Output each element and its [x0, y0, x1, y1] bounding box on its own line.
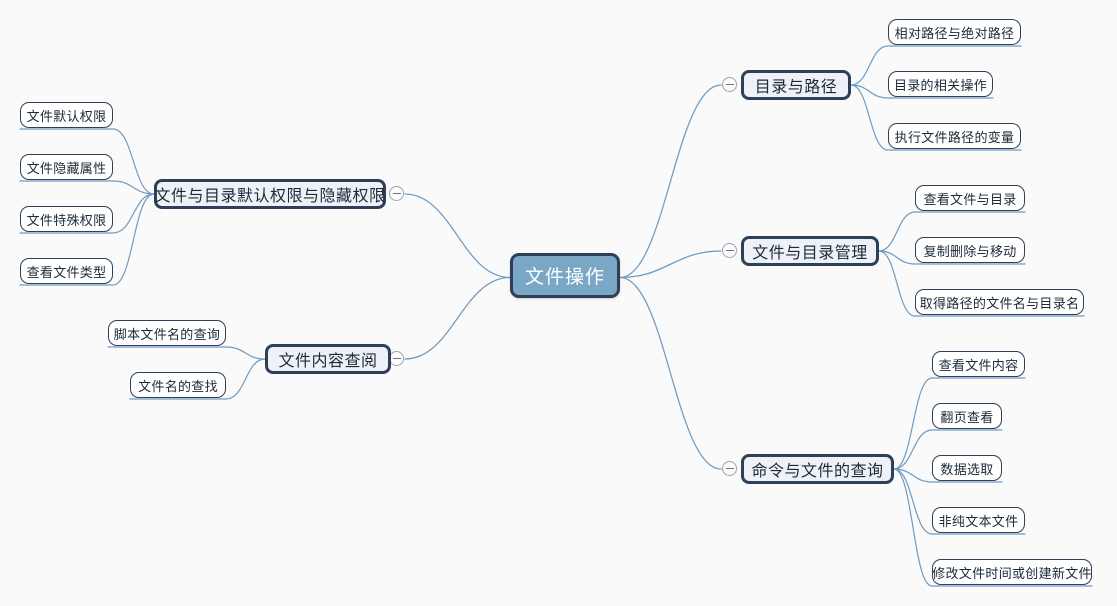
node-label: 查看文件内容 [938, 357, 1019, 373]
node-label: 文件名的查找 [138, 378, 218, 394]
leaf-node[interactable]: 取得路径的文件名与目录名 [915, 289, 1084, 315]
leaf-node[interactable]: 复制删除与移动 [915, 237, 1025, 263]
leaf-node[interactable]: 目录的相关操作 [888, 71, 993, 97]
node-label: 脚本文件名的查询 [113, 326, 221, 342]
node-label: 文件隐藏属性 [26, 160, 107, 176]
leaf-node[interactable]: 文件隐藏属性 [20, 154, 113, 180]
node-label: 查看文件与目录 [923, 191, 1017, 207]
node-label: 目录与路径 [754, 79, 838, 96]
leaf-node[interactable]: 数据选取 [932, 455, 1002, 481]
collapse-toggle-directory-and-path[interactable] [722, 77, 737, 92]
leaf-node[interactable]: 查看文件内容 [932, 351, 1025, 377]
leaf-node[interactable]: 修改文件时间或创建新文件 [932, 559, 1092, 585]
branch-node-directory-and-path[interactable]: 目录与路径 [741, 70, 851, 100]
node-label: 修改文件时间或创建新文件 [932, 565, 1092, 581]
leaf-node[interactable]: 文件名的查找 [130, 372, 226, 398]
collapse-toggle-file-and-directory-management[interactable] [722, 243, 737, 258]
node-label: 文件与目录默认权限与隐藏权限 [154, 188, 386, 205]
collapse-toggle-command-and-file-query[interactable] [722, 461, 737, 476]
node-label: 数据选取 [940, 461, 994, 477]
branch-node-default-and-hidden-permissions[interactable]: 文件与目录默认权限与隐藏权限 [154, 179, 386, 209]
leaf-node[interactable]: 执行文件路径的变量 [888, 123, 1021, 149]
leaf-node[interactable]: 翻页查看 [932, 403, 1002, 429]
leaf-node[interactable]: 文件特殊权限 [20, 206, 113, 232]
branch-node-file-and-directory-management[interactable]: 文件与目录管理 [741, 236, 879, 266]
leaf-node[interactable]: 脚本文件名的查询 [108, 320, 226, 346]
node-label: 目录的相关操作 [893, 77, 988, 93]
node-label: 文件默认权限 [26, 108, 107, 124]
leaf-node[interactable]: 查看文件类型 [20, 258, 113, 284]
root-node[interactable]: 文件操作 [510, 253, 620, 298]
branch-node-file-content-viewing[interactable]: 文件内容查阅 [265, 344, 391, 374]
node-label: 查看文件类型 [26, 264, 107, 280]
node-label: 文件与目录管理 [752, 245, 868, 262]
node-label: 非纯文本文件 [938, 513, 1019, 529]
collapse-toggle-default-and-hidden-permissions[interactable] [389, 186, 404, 201]
node-label: 文件操作 [524, 267, 605, 288]
node-label: 翻页查看 [940, 409, 994, 425]
node-label: 文件内容查阅 [278, 353, 378, 370]
node-label: 复制删除与移动 [923, 243, 1017, 259]
node-label: 相对路径与绝对路径 [894, 25, 1015, 41]
collapse-toggle-file-content-viewing[interactable] [389, 351, 404, 366]
node-label: 文件特殊权限 [26, 212, 107, 228]
node-label: 取得路径的文件名与目录名 [919, 295, 1080, 311]
branch-node-command-and-file-query[interactable]: 命令与文件的查询 [741, 454, 894, 484]
leaf-node[interactable]: 相对路径与绝对路径 [888, 19, 1021, 45]
leaf-node[interactable]: 文件默认权限 [20, 102, 113, 128]
node-label: 命令与文件的查询 [751, 463, 884, 480]
node-label: 执行文件路径的变量 [894, 129, 1015, 145]
leaf-node[interactable]: 非纯文本文件 [932, 507, 1025, 533]
leaf-node[interactable]: 查看文件与目录 [915, 185, 1025, 211]
